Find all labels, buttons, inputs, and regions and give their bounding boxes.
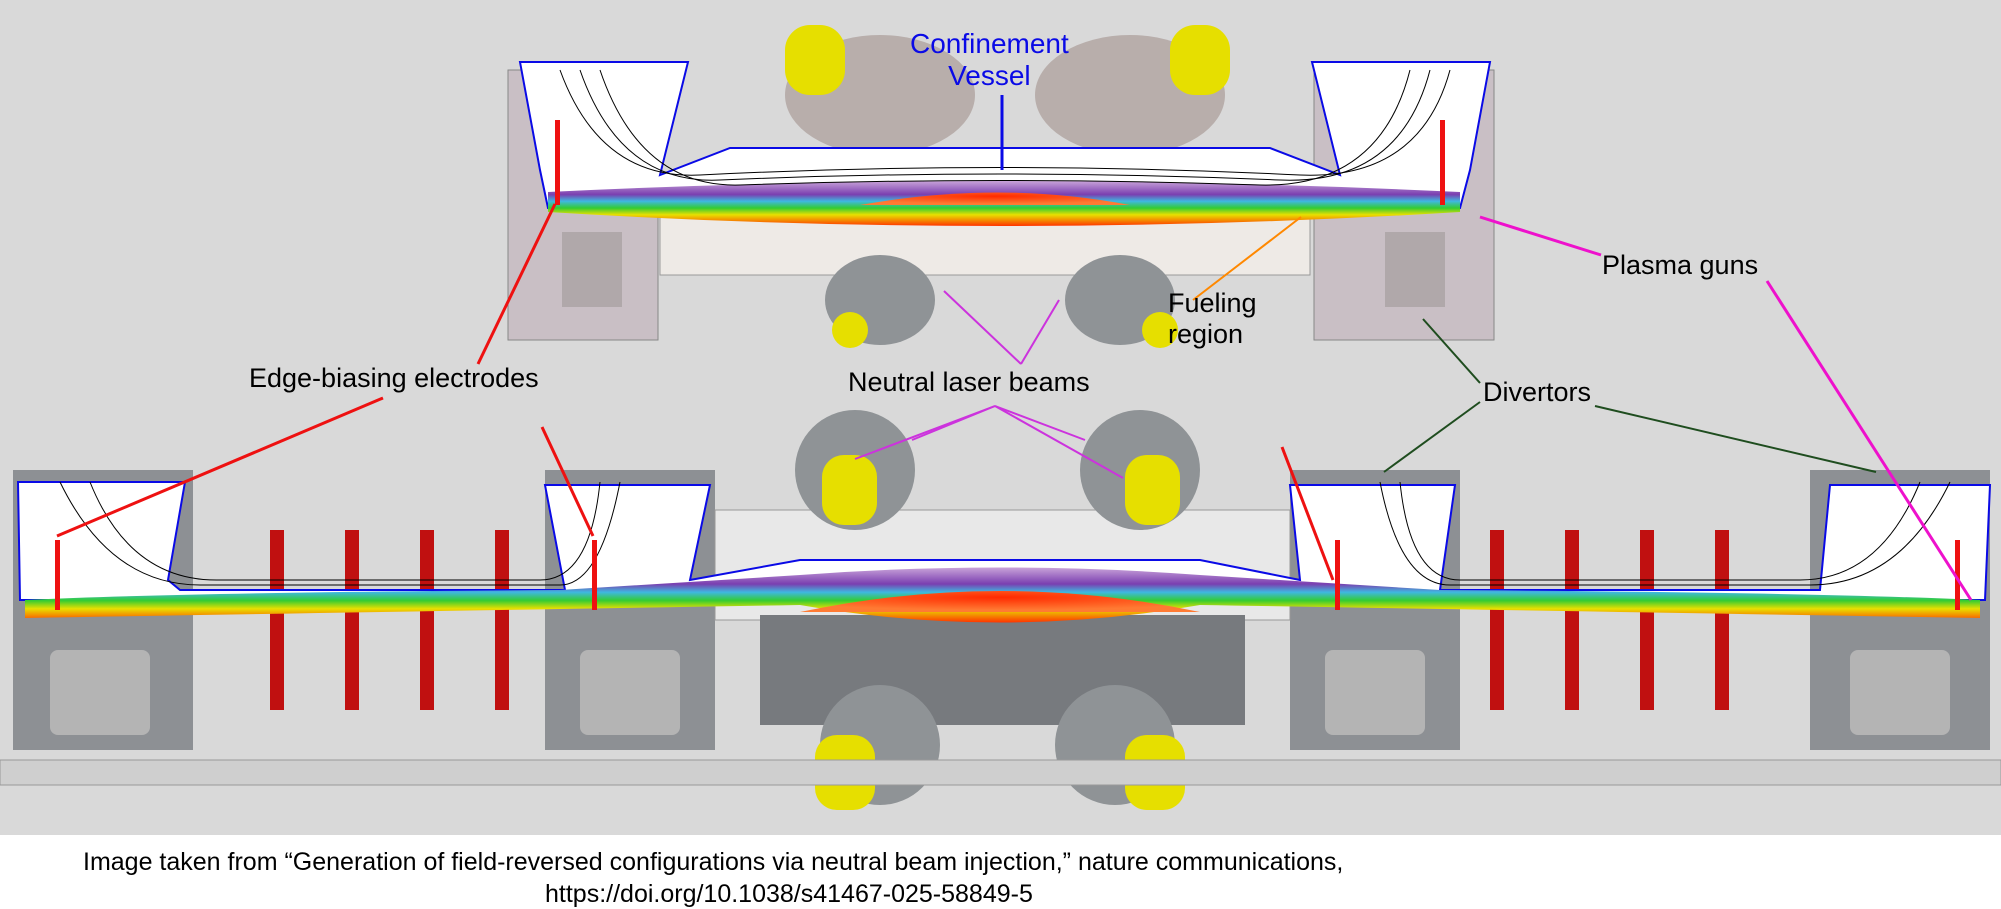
label-plasma-guns: Plasma guns — [1602, 250, 1759, 280]
label-edge-biasing-electrodes: Edge-biasing electrodes — [249, 363, 539, 393]
label-line: Fueling — [1168, 288, 1257, 318]
fueling-pointer — [1192, 216, 1302, 301]
upper-assembly — [507, 25, 1495, 348]
plasma-guns-pointers — [1479, 215, 1973, 601]
neutral-beams-pointers — [854, 290, 1124, 479]
label-line: region — [1168, 319, 1244, 350]
label-confinement-vessel: Confinement Vessel — [910, 28, 1069, 92]
label-fueling-region: Fueling region — [1168, 288, 1257, 350]
caption-line-1: Image taken from “Generation of field-re… — [83, 848, 1344, 876]
divertors-pointers — [1383, 318, 1877, 473]
edge-biasing-pointers — [56, 203, 1335, 581]
label-neutral-laser-beams: Neutral laser beams — [848, 367, 1090, 397]
caption-doi: https://doi.org/10.1038/s41467-025-58849… — [545, 880, 1033, 908]
label-line: Confinement — [910, 28, 1069, 59]
label-line: Vessel — [948, 60, 1031, 92]
label-divertors: Divertors — [1483, 377, 1592, 407]
